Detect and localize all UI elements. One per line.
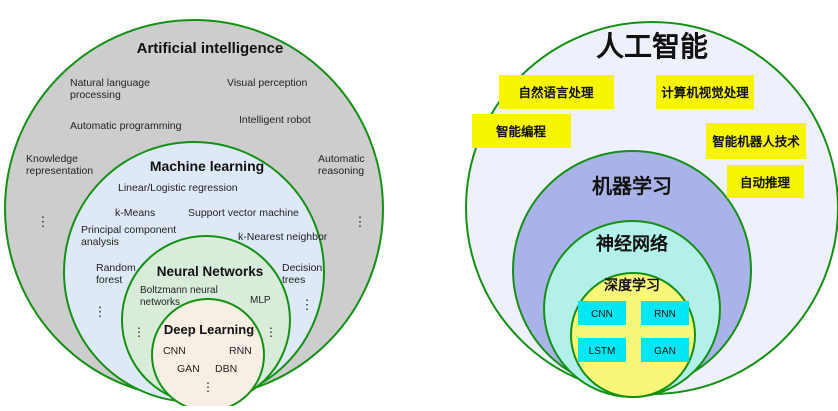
dl-box-rnn: [641, 301, 689, 325]
left-diagram: Artificial intelligence Natural language…: [4, 19, 384, 411]
ai-box-robot: [706, 123, 806, 159]
dl-item: DBN: [215, 363, 237, 375]
dl-vertical-ellipsis: ⋮: [202, 380, 214, 394]
ai-item: Visual perception: [227, 77, 308, 89]
dl-box-cnn: [578, 301, 626, 325]
ai-box-label: 智能机器人技术: [711, 134, 800, 149]
nn-vertical-ellipsis: ⋮: [265, 325, 277, 339]
ai-title: Artificial intelligence: [137, 40, 284, 57]
ai-item: Automatic programming: [70, 120, 182, 132]
ai-item: Intelligent robot: [239, 114, 311, 126]
dl-box-label: LSTM: [589, 346, 616, 357]
ai-box-reasoning: [727, 165, 804, 198]
ai-box-nlp: [499, 75, 614, 109]
dl-box-lstm: [578, 338, 626, 362]
ai-vertical-ellipsis: ⋮: [37, 214, 50, 229]
ai-box-label: 自然语言处理: [518, 85, 594, 100]
nn-item: MLP: [250, 295, 271, 306]
ai-item: Automatic: [318, 153, 365, 165]
ai-box-label: 智能编程: [495, 124, 547, 139]
nn-item: Boltzmann neural: [140, 285, 218, 296]
ai-item: reasoning: [318, 165, 364, 177]
ml-vertical-ellipsis: ⋮: [301, 297, 314, 312]
ai-box-cv: [656, 75, 754, 109]
ml-title-cn: 机器学习: [592, 174, 672, 198]
ai-item: Knowledge: [26, 153, 78, 165]
dl-item: RNN: [229, 345, 252, 357]
ai-item: representation: [26, 165, 93, 177]
ml-item: forest: [96, 274, 122, 286]
ai-vertical-ellipsis: ⋮: [354, 214, 367, 229]
nn-item: networks: [140, 297, 180, 308]
ml-title: Machine learning: [150, 158, 264, 174]
ml-item: Decision: [282, 262, 322, 274]
ml-item: analysis: [81, 236, 119, 248]
dl-box-label: CNN: [591, 309, 613, 320]
ai-item: Natural language: [70, 77, 150, 89]
ml-item: Principal component: [81, 224, 176, 236]
ml-item: Random: [96, 262, 136, 274]
ml-item: Linear/Logistic regression: [118, 182, 238, 194]
ai-box-label: 计算机视觉处理: [661, 85, 749, 100]
dl-title: Deep Learning: [164, 322, 254, 337]
ml-item: k-Nearest neighbor: [238, 231, 328, 243]
nn-vertical-ellipsis: ⋮: [133, 325, 145, 339]
ml-item: k-Means: [115, 207, 155, 219]
dl-box-label: GAN: [654, 346, 676, 357]
nn-title-cn: 神经网络: [596, 233, 668, 254]
nn-title: Neural Networks: [157, 264, 264, 279]
ml-vertical-ellipsis: ⋮: [94, 304, 107, 319]
right-diagram: 人工智能 自然语言处理 计算机视觉处理 智能编程 智能机器人技术 自动推理 机器…: [465, 21, 838, 398]
ai-box-programming: [472, 114, 571, 148]
dl-item: GAN: [177, 363, 200, 375]
dl-item: CNN: [163, 345, 186, 357]
dl-circle: [151, 298, 265, 411]
dl-box-label: RNN: [654, 309, 676, 320]
ml-item: Support vector machine: [188, 207, 299, 219]
ai-item: processing: [70, 89, 121, 101]
ai-title-cn: 人工智能: [596, 31, 708, 62]
dl-title-cn: 深度学习: [604, 277, 660, 293]
ai-box-label: 自动推理: [740, 175, 791, 190]
dl-box-gan: [641, 338, 689, 362]
ml-item: trees: [282, 274, 305, 286]
